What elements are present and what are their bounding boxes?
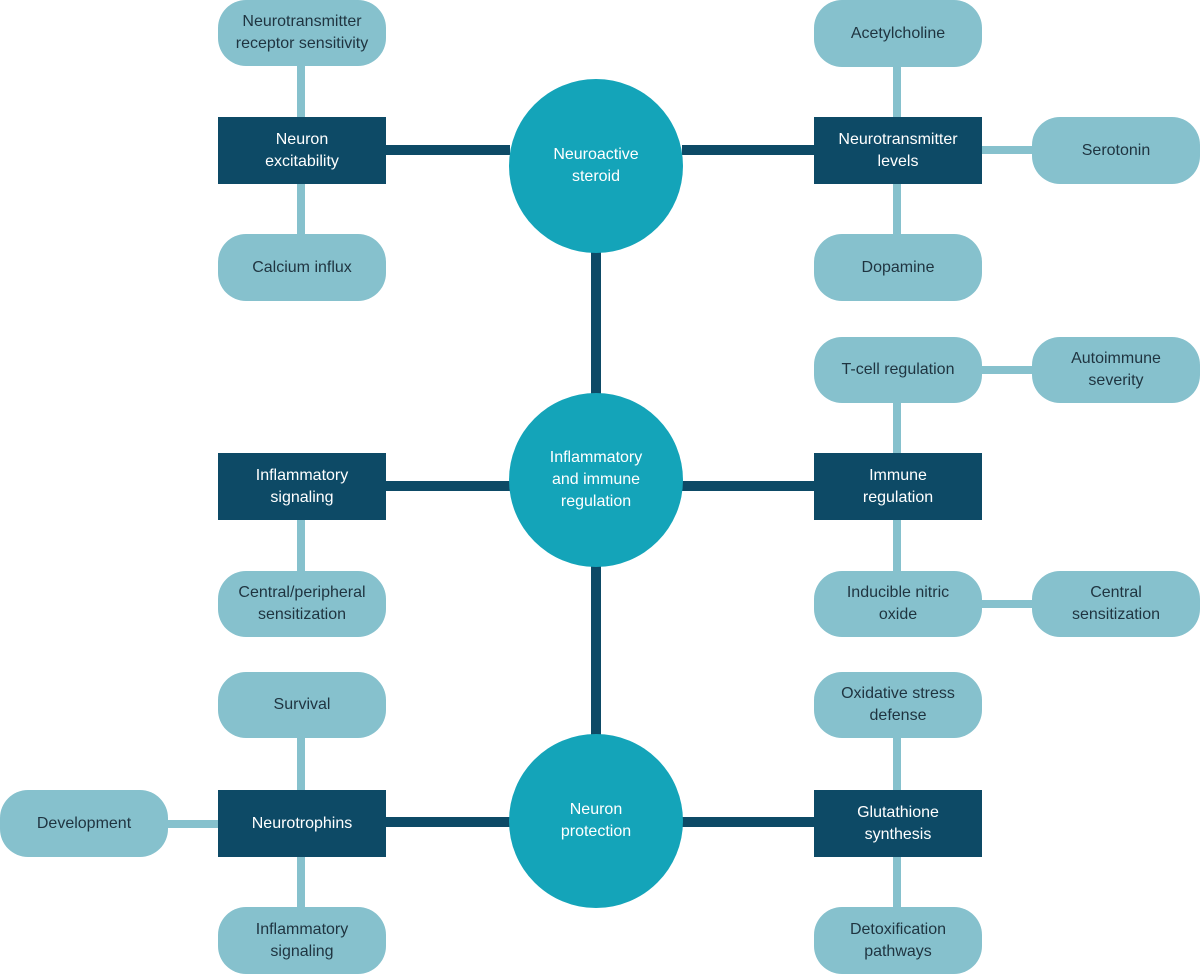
pill-tcell-regulation: T-cell regulation (814, 337, 982, 403)
pill-survival: Survival (218, 672, 386, 738)
pill-development: Development (0, 790, 168, 857)
box-neurotrophins-label: Neurotrophins (251, 814, 353, 832)
pill-dopamine: Dopamine (814, 234, 982, 301)
pill-serotonin: Serotonin (1032, 117, 1200, 184)
pill-calcium-influx-label: Calcium influx (252, 258, 352, 276)
pill-dopamine-label: Dopamine (861, 258, 935, 276)
pill-development-label: Development (36, 814, 132, 832)
pill-survival-label: Survival (273, 696, 331, 713)
pill-acetylcholine-label: Acetylcholine (850, 24, 946, 42)
pill-serotonin-label: Serotonin (1081, 141, 1151, 159)
box-neurotrophins: Neurotrophins (218, 790, 386, 857)
pill-acetylcholine: Acetylcholine (814, 0, 982, 67)
pill-tcell-regulation-label: T-cell regulation (841, 361, 955, 378)
pill-calcium-influx: Calcium influx (218, 234, 386, 301)
